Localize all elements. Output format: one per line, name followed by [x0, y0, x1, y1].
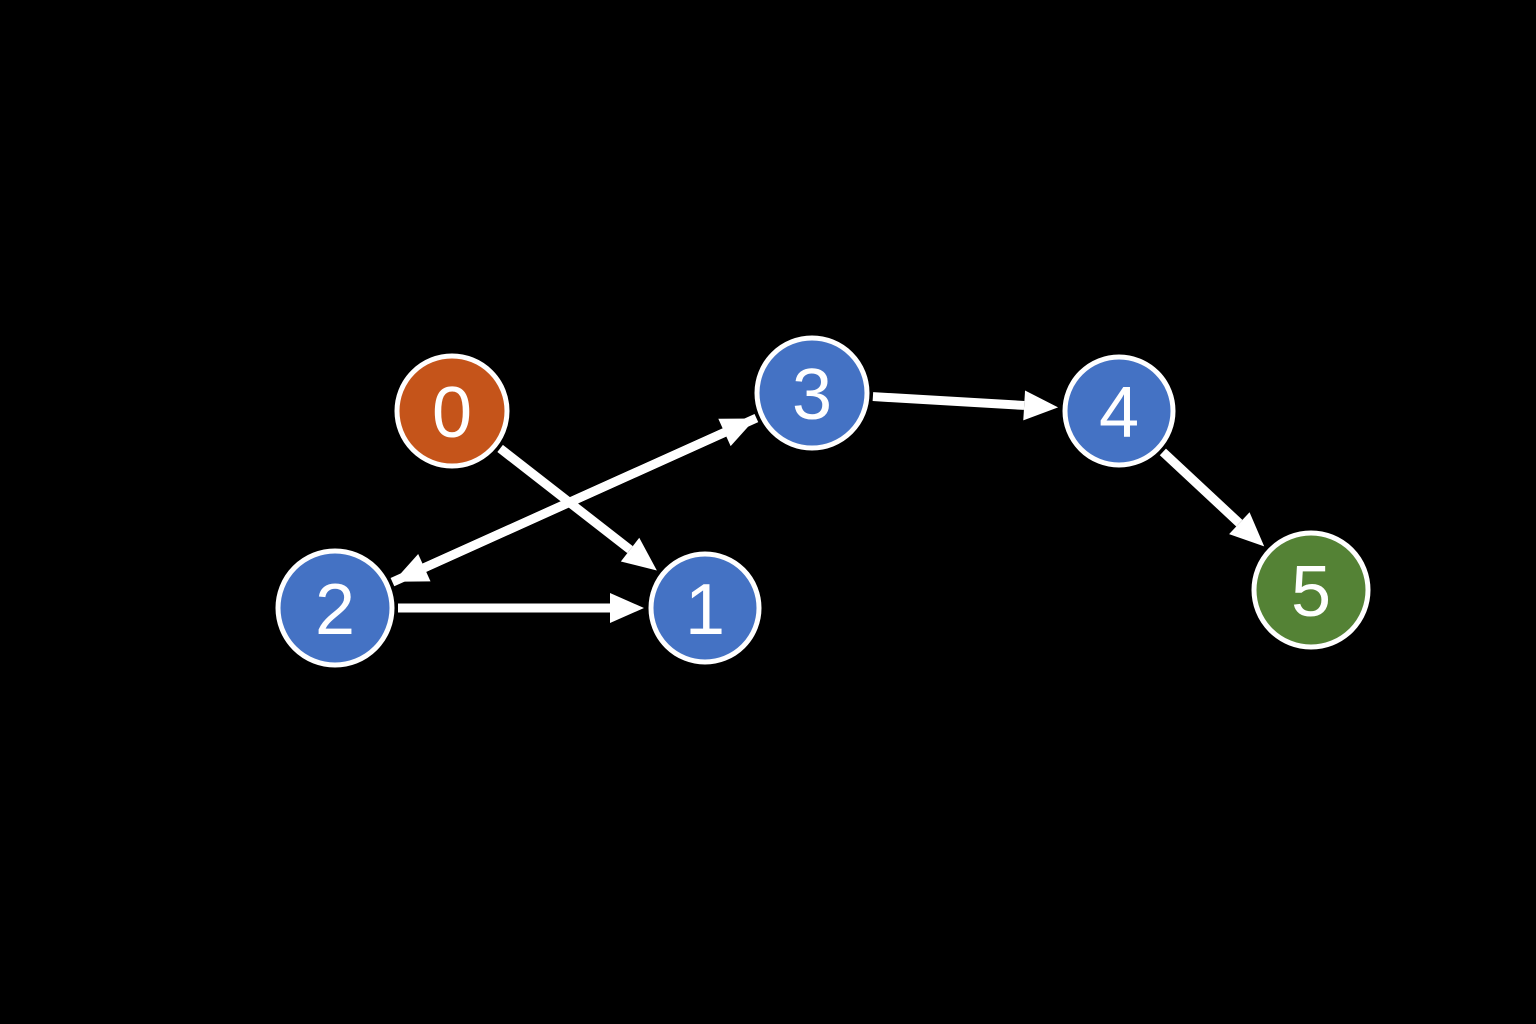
edge-3-to-2 [393, 413, 759, 582]
node-circle[interactable] [648, 551, 762, 665]
arrow-head-icon [620, 537, 657, 571]
node-circle[interactable] [1062, 354, 1176, 468]
edge-line [497, 444, 633, 554]
graph-node-3[interactable]: 3 [754, 335, 870, 451]
graph-node-5[interactable]: 5 [1251, 530, 1371, 650]
edge-line [422, 413, 759, 572]
node-circle[interactable] [1251, 530, 1371, 650]
edge-4-to-5 [1159, 448, 1265, 547]
node-circle[interactable] [754, 335, 870, 451]
node-circle[interactable] [394, 353, 510, 469]
node-circle[interactable] [275, 548, 395, 668]
arrow-head-icon [1023, 390, 1059, 421]
edge-line [1159, 448, 1243, 527]
graph-node-4[interactable]: 4 [1062, 354, 1176, 468]
edge-3-to-4 [872, 390, 1059, 421]
edge-2-to-1 [398, 593, 644, 623]
graph-node-2[interactable]: 2 [275, 548, 395, 668]
arrow-head-icon [610, 593, 644, 623]
edge-line [872, 392, 1025, 410]
graph-node-0[interactable]: 0 [394, 353, 510, 469]
edges-layer [390, 390, 1265, 623]
arrow-head-icon [393, 554, 431, 582]
graph-node-1[interactable]: 1 [648, 551, 762, 665]
arrow-head-icon [1229, 512, 1265, 547]
edge-0-to-1 [497, 444, 657, 571]
